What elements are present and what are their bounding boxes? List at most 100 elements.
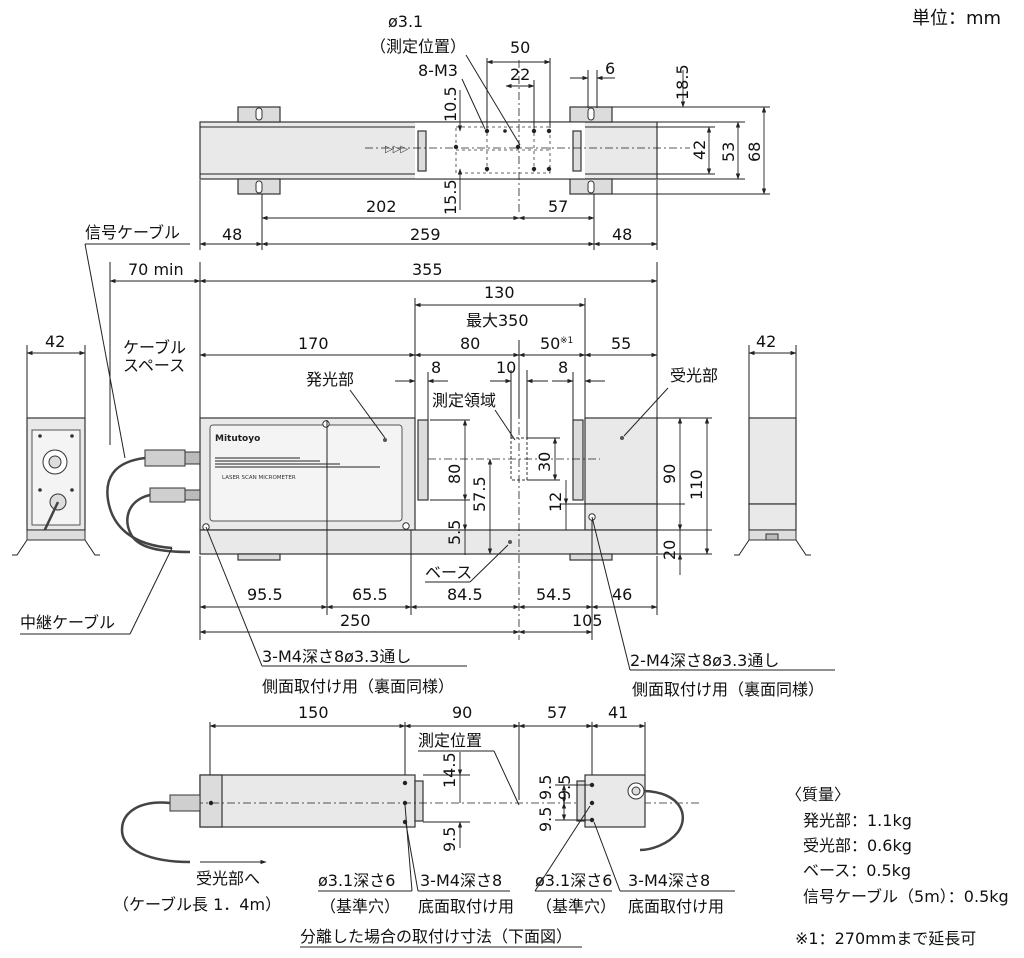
- emitter-label: 発光部: [306, 370, 354, 389]
- ref-hole-right: （基準穴）: [536, 897, 616, 916]
- dim-9-5-d: 9.5: [555, 775, 574, 800]
- dim-8-left: 8: [431, 358, 441, 377]
- dim-22: 22: [510, 65, 530, 84]
- dim-20: 20: [660, 540, 679, 560]
- dim-170: 170: [298, 334, 329, 353]
- product-name: LASER SCAN MICROMETER: [222, 475, 296, 481]
- brand-logo: Mitutoyo: [215, 434, 260, 444]
- dim-70min: 70 min: [128, 260, 184, 279]
- dim-57-5: 57.5: [470, 476, 489, 512]
- m4-left-bottom: 3-M4深さ8: [420, 871, 502, 890]
- dim-9-5-c: 9.5: [536, 807, 555, 832]
- measure-area-label: 測定領域: [432, 391, 496, 410]
- mass-item: 信号ケーブル（5m）：0.5kg: [803, 887, 1009, 906]
- receiver-cable: [120, 801, 191, 864]
- emitter-bottom-body: [199, 774, 416, 828]
- cable-space-line1: ケーブル: [123, 338, 186, 357]
- emitter-panel: [209, 424, 403, 522]
- dim-90-bottom: 90: [452, 703, 472, 722]
- dim-202: 202: [366, 197, 397, 216]
- dim-110: 110: [687, 469, 706, 500]
- side-mount-left: 側面取付け用（裏面同様）: [262, 677, 454, 696]
- mass-item: 発光部：1.1kg: [803, 811, 912, 830]
- base-label: ベース: [425, 563, 472, 582]
- ref-hole-left: （基準穴）: [320, 897, 400, 916]
- dim-42-top: 42: [690, 140, 709, 160]
- relay-cable-line: [126, 493, 191, 554]
- dim-50-top: 50: [510, 38, 530, 57]
- dim-95-5: 95.5: [247, 585, 283, 604]
- dim-90: 90: [660, 464, 679, 484]
- emitter-window-front: [417, 419, 429, 501]
- mass-item: 受光部：0.6kg: [803, 836, 912, 855]
- right-side-view: [734, 417, 811, 556]
- mass-title: 〈質量〉: [786, 785, 850, 804]
- receiver-label: 受光部: [670, 366, 718, 385]
- dim-53: 53: [719, 142, 738, 162]
- mass-list: 〈質量〉 発光部：1.1kg 受光部：0.6kg ベース：0.5kg 信号ケーブ…: [786, 785, 1009, 948]
- dim-12: 12: [546, 492, 565, 512]
- hole-left-callout: ø3.1深さ6: [318, 871, 395, 890]
- dim-42-right-view: 42: [756, 332, 776, 351]
- bottom-mount-right: 底面取付け用: [628, 897, 724, 916]
- dim-68: 68: [745, 142, 764, 162]
- dim-150: 150: [298, 703, 329, 722]
- hole-right-callout: ø3.1深さ6: [535, 871, 612, 890]
- dim-30: 30: [535, 452, 554, 472]
- stripe-graphic: [215, 457, 380, 468]
- base-body: [199, 529, 658, 555]
- measure-pos-label: （測定位置）: [370, 37, 466, 56]
- svg-text:▷▷▷: ▷▷▷: [385, 144, 408, 155]
- mass-item: ベース：0.5kg: [803, 861, 911, 880]
- relay-cable-label: 中継ケーブル: [20, 613, 115, 632]
- dim-15-5: 15.5: [441, 179, 460, 215]
- dim-10-5: 10.5: [441, 86, 460, 122]
- signal-cable: [106, 456, 173, 550]
- phi-label: ø3.1: [388, 12, 423, 31]
- dim-6: 6: [605, 59, 615, 78]
- dim-84-5: 84.5: [447, 585, 483, 604]
- dim-105: 105: [572, 611, 603, 630]
- dim-259: 259: [410, 225, 441, 244]
- dim-5-5: 5.5: [445, 520, 464, 545]
- dim-9-5-a: 9.5: [440, 827, 459, 852]
- dim-48-left: 48: [222, 225, 242, 244]
- dim-48-right: 48: [612, 225, 632, 244]
- dim-54-5: 54.5: [536, 585, 572, 604]
- to-receiver-label: 受光部へ: [196, 869, 260, 888]
- side-mount-right: 側面取付け用（裏面同様）: [632, 680, 824, 699]
- m4-left-callout: 3-M4深さ8ø3.3通し: [262, 647, 411, 666]
- dim-42-left-view: 42: [45, 332, 65, 351]
- receiver-right-cable: [639, 789, 685, 852]
- receiver-window: [572, 130, 582, 172]
- bottom-mount-left: 底面取付け用: [418, 897, 514, 916]
- dim-65-5: 65.5: [352, 585, 388, 604]
- max-350: 最大350: [466, 311, 529, 330]
- dim-10: 10: [496, 358, 516, 377]
- dim-50-front: 50: [540, 334, 560, 353]
- cable-length-label: （ケーブル長 1．4m）: [113, 895, 281, 914]
- dim-14-5: 14.5: [440, 752, 459, 788]
- dim-9-5-b: 9.5: [536, 775, 555, 800]
- measure-pos-bottom: 測定位置: [418, 731, 482, 750]
- receiver-foot: [584, 503, 658, 531]
- emitter-window: [417, 130, 427, 172]
- m4-right-callout: 2-M4深さ8ø3.3通し: [630, 651, 779, 670]
- dim-55: 55: [611, 334, 631, 353]
- bottom-view-caption: 分離した場合の取付け寸法（下面図）: [300, 927, 572, 946]
- dim-80: 80: [460, 334, 480, 353]
- dim-46: 46: [612, 585, 632, 604]
- receiver-window-front: [572, 419, 584, 501]
- cable-connector: [144, 449, 201, 503]
- receiver-body: [584, 417, 658, 505]
- m4-right-bottom: 3-M4深さ8: [628, 871, 710, 890]
- unit-label: 単位：mm: [912, 8, 1001, 29]
- note-mark: ※1: [560, 336, 573, 346]
- dim-8-right: 8: [558, 358, 568, 377]
- dim-57-top: 57: [548, 197, 568, 216]
- dim-57-bottom: 57: [547, 703, 567, 722]
- dim-355: 355: [412, 260, 443, 279]
- signal-cable-label: 信号ケーブル: [85, 223, 180, 242]
- dim-80-vert: 80: [445, 464, 464, 484]
